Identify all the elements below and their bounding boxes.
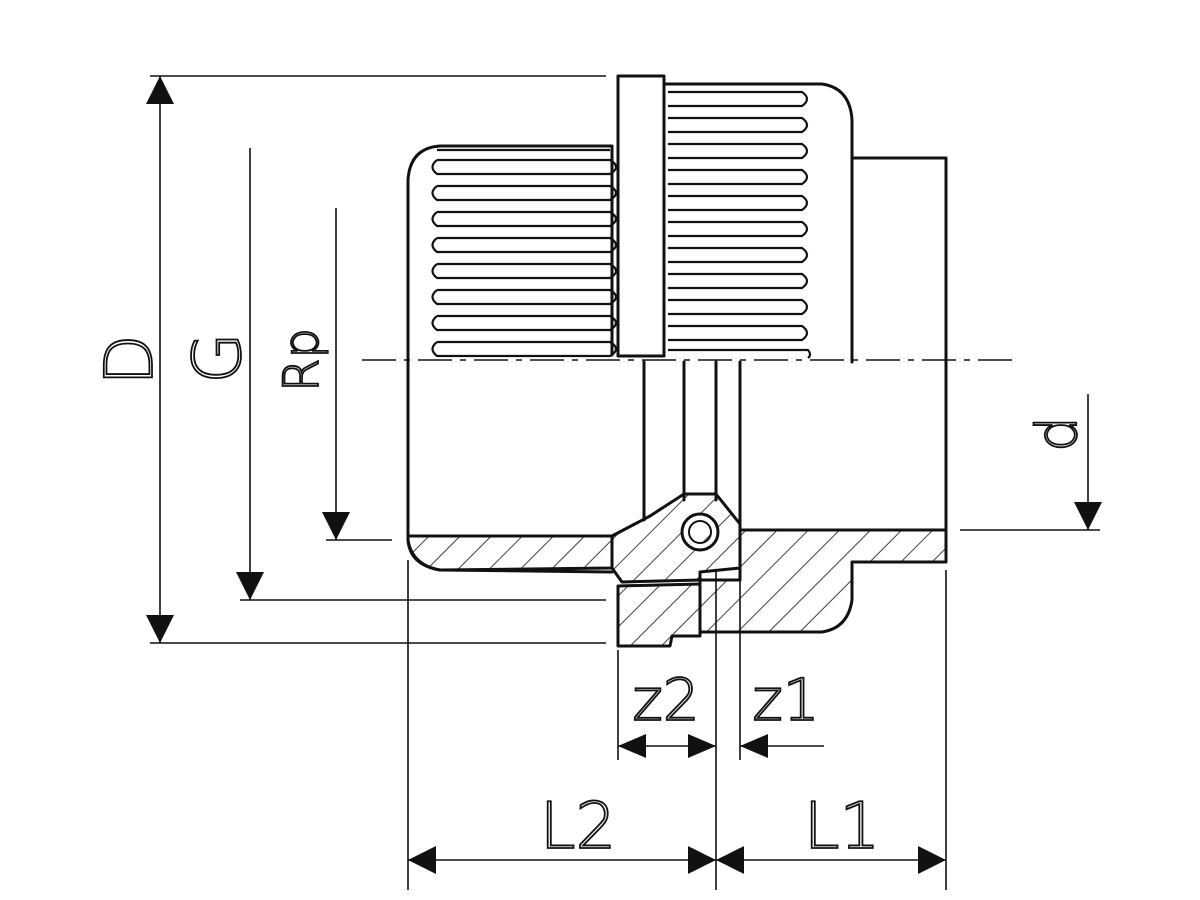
lower-nut-section bbox=[616, 582, 702, 648]
right-union-nut bbox=[664, 82, 854, 364]
left-union-nut bbox=[406, 144, 614, 574]
dimension-labels: D G Rp d z2 z1 L2 L1 bbox=[90, 327, 1091, 865]
label-d: d bbox=[1025, 416, 1090, 452]
label-G: G bbox=[179, 332, 256, 383]
label-L1: L1 bbox=[804, 790, 880, 864]
right-socket bbox=[850, 156, 948, 532]
left-section bbox=[406, 534, 614, 572]
bore-lines bbox=[642, 360, 742, 532]
section-hatched bbox=[406, 492, 948, 648]
label-z1: z1 bbox=[752, 666, 819, 734]
right-nut-ribs bbox=[668, 90, 812, 359]
label-D: D bbox=[91, 335, 168, 386]
label-z2: z2 bbox=[632, 666, 699, 734]
left-nut-ribs bbox=[431, 148, 618, 358]
label-L2: L2 bbox=[540, 790, 616, 864]
center-section bbox=[610, 492, 742, 584]
dimension-lines bbox=[146, 75, 1102, 890]
center-collar bbox=[616, 74, 666, 358]
label-Rp: Rp bbox=[274, 328, 330, 392]
